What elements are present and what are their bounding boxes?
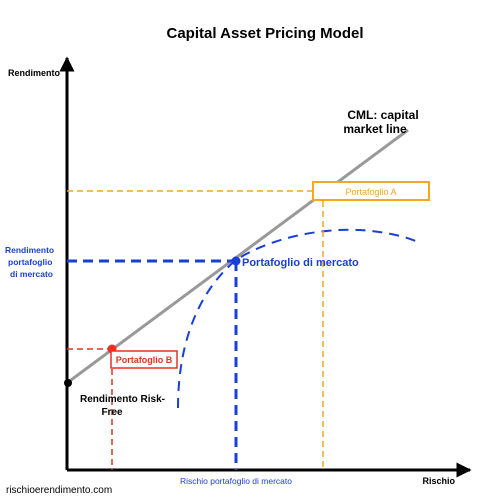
risk-free-point	[64, 379, 72, 387]
portfolio-b-label: Portafoglio B	[116, 355, 173, 365]
x-axis-label: Rischio	[422, 476, 455, 486]
y-axis-label: Rendimento	[8, 68, 61, 78]
portfolio-a-label: Portafoglio A	[345, 187, 396, 197]
portfolio-b-box	[110, 350, 178, 369]
market-return-label-line2: portafoglio	[8, 257, 52, 267]
market-return-label-line1: Rendimento	[5, 245, 54, 255]
site-footer: rischioerendimento.com	[6, 485, 112, 496]
cml-line	[66, 128, 409, 385]
cml-label-line1: CML: capital	[347, 108, 418, 122]
risk-free-label-line1: Rendimento Risk-	[80, 394, 165, 405]
market-risk-label: Rischio portafoglio di mercato	[180, 476, 292, 486]
efficient-frontier	[177, 228, 421, 409]
risk-free-label-line2: Free	[101, 407, 123, 418]
cml-label-line2: market line	[343, 122, 407, 136]
market-portfolio-label: Portafoglio di mercato	[242, 257, 359, 269]
market-return-label-line3: di mercato	[10, 269, 53, 279]
market-portfolio-point	[231, 256, 241, 266]
diagram-title: Capital Asset Pricing Model	[167, 25, 364, 42]
portfolio-a-box	[312, 181, 430, 201]
